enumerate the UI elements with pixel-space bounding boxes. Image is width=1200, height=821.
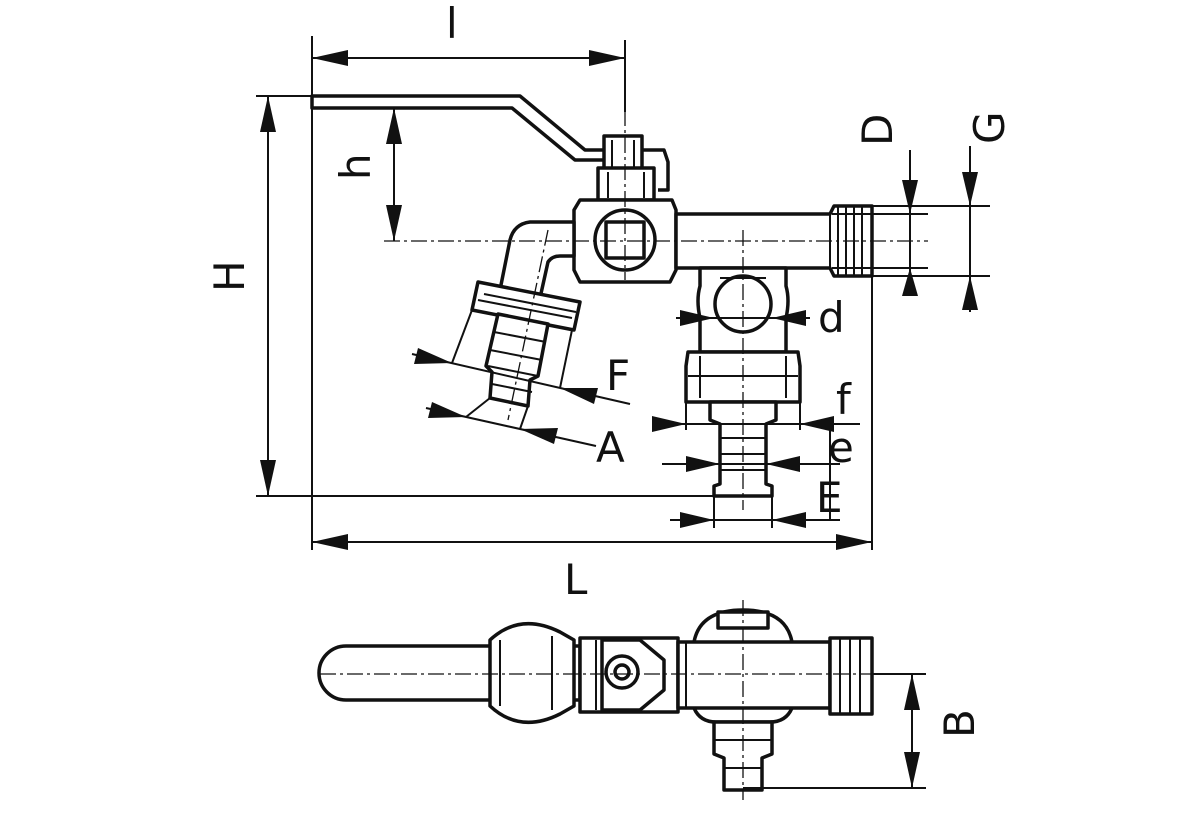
label-h: h [331,153,380,180]
label-f: f [836,375,852,424]
dim-H: H [205,96,276,496]
label-D: D [853,114,902,146]
label-L: L [564,555,588,604]
stem-bracket [642,148,670,192]
top-stem-hex [600,638,666,712]
side-view: l h H D G [205,0,1014,604]
label-H: H [205,260,254,292]
top-handle-collar [488,621,576,725]
dim-L: L [312,534,872,604]
dim-f: f [652,375,860,432]
angled-hose-nut [470,280,582,332]
top-view: B [317,600,984,800]
dim-e: e [662,423,854,472]
dim-B: B [743,673,984,789]
angled-tail-ribs [487,331,547,393]
dim-A: A [425,397,625,472]
dim-l: l [312,0,625,66]
dim-h: h [331,108,402,241]
dim-D: D [853,114,918,296]
dim-E: E [670,473,843,528]
dim-d: d [676,293,845,342]
angled-center-line [507,229,549,421]
label-G: G [965,111,1014,144]
top-main-pipe [676,640,832,710]
dim-G: G [962,111,1014,312]
label-l: l [446,0,458,48]
label-F: F [606,351,630,400]
label-E: E [816,473,843,522]
bonnet [596,166,656,202]
label-d: d [818,293,845,342]
top-thread-marks [839,638,861,714]
label-e: e [828,423,854,472]
dim-F: F [411,309,631,405]
label-B: B [935,709,984,738]
top-stem-circle [604,654,640,690]
stem-nut [602,134,644,172]
lever-handle [310,94,607,162]
angled-spout [498,220,576,300]
label-A: A [596,423,625,472]
ball [593,208,657,272]
